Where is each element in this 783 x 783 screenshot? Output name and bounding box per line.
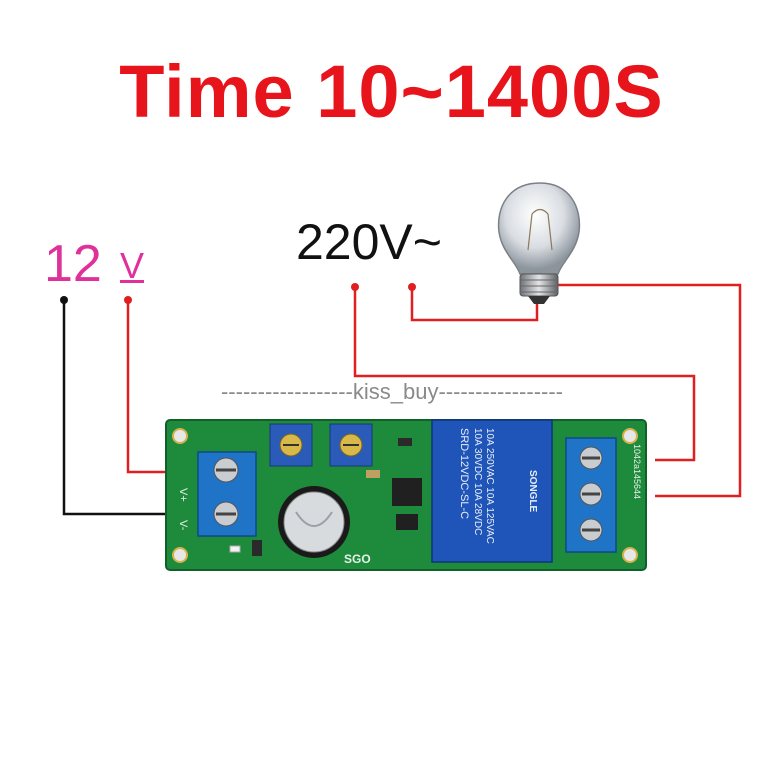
potentiometer (329, 423, 373, 467)
terminal-label-minus: V- (177, 520, 189, 531)
smd-component (398, 438, 412, 446)
capacitor (278, 486, 350, 558)
terminal-dot (60, 296, 68, 304)
timer-relay-board: V+ V- SGO 10A 250VAC 10A 1 (165, 419, 647, 571)
page-title: Time 10~1400S (119, 50, 664, 133)
terminal-dot (408, 283, 416, 291)
relay-rating-line2: 10A 30VDC 10A 28VDC (472, 428, 483, 535)
wire-mains-line (353, 287, 696, 462)
load-voltage-label: 220V~ (296, 214, 442, 270)
ic-chip (392, 478, 422, 506)
supply-voltage-unit: V (120, 245, 145, 286)
supply-voltage-number: 12 (44, 235, 102, 293)
smd-component (252, 540, 262, 556)
ic-chip (396, 514, 418, 530)
terminal-label-plus: V+ (177, 488, 189, 502)
terminal-dot (351, 283, 359, 291)
potentiometer (269, 423, 313, 467)
relay-brand: SONGLE (527, 470, 538, 513)
watermark-text: ------------------kiss_buy--------------… (220, 379, 563, 404)
terminal-dot (124, 296, 132, 304)
wire-negative (62, 300, 192, 516)
mounting-hole (172, 428, 188, 444)
mounting-hole (622, 547, 638, 563)
mounting-hole (172, 547, 188, 563)
input-terminal-block (197, 451, 257, 537)
light-bulb-icon (497, 182, 581, 304)
mounting-hole (622, 428, 638, 444)
smd-component (366, 470, 380, 478)
relay: 10A 250VAC 10A 125VAC 10A 30VDC 10A 28VD… (431, 419, 553, 563)
relay-rating-line1: 10A 250VAC 10A 125VAC (484, 428, 495, 544)
led (229, 545, 241, 553)
output-terminal-block (565, 437, 617, 553)
relay-model: SRD-12VDC-SL-C (458, 428, 470, 519)
pcb-code: 1042a145644 (632, 444, 642, 499)
pcb-mark: SGO (344, 552, 371, 566)
wire-bulb-return (553, 283, 742, 498)
wire-mains-neutral (410, 287, 539, 322)
